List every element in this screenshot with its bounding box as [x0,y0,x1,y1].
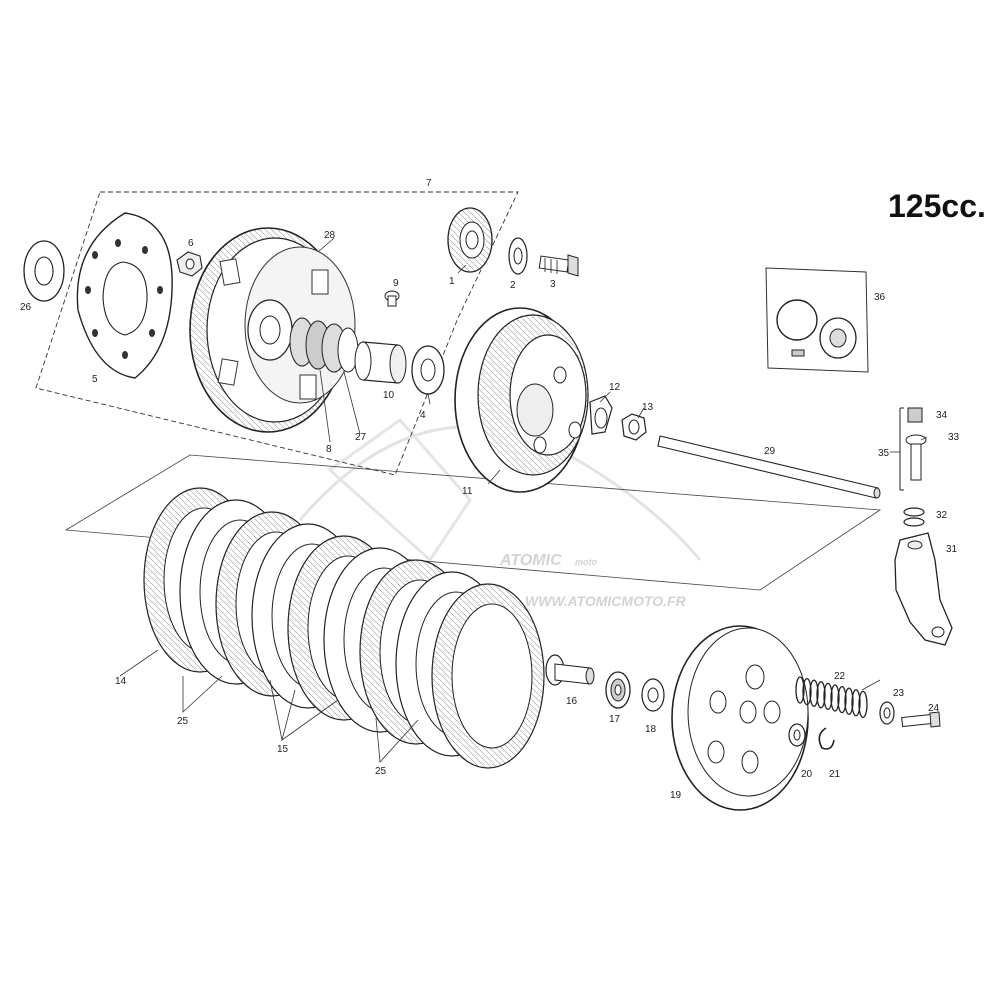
clutch-disc-stack [143,487,545,769]
part-12-lifter [589,395,613,435]
part-17-bearing [605,671,631,709]
callout-7: 7 [426,178,432,189]
callout-20: 20 [801,769,813,780]
callout-26: 26 [20,302,32,313]
callout-11: 11 [462,486,473,497]
callout-labels: 1 2 3 4 5 6 7 8 9 10 11 12 13 14 15 16 1… [20,178,960,801]
part-26-washer [23,240,65,302]
callout-16: 16 [566,696,578,707]
part-11-clutch-hub [454,307,589,493]
spring-coil [830,684,840,712]
callout-6: 6 [188,238,194,249]
part-36-seal-kit [765,267,869,373]
callout-10: 10 [383,390,395,401]
callout-34: 34 [936,410,948,421]
callout-27: 27 [355,432,367,443]
engine-size-title: 125cc. [888,188,986,224]
callout-14: 14 [115,676,127,687]
callout-5: 5 [92,374,98,385]
callout-25-right: 25 [375,766,387,777]
callout-13: 13 [642,402,654,413]
callout-31: 31 [946,544,958,555]
callout-2: 2 [510,280,516,291]
callout-23: 23 [893,688,905,699]
part-24-bolt [901,711,941,728]
callout-24: 24 [928,703,940,714]
callout-12: 12 [609,382,621,393]
part-8-27-needle-bearings [289,317,359,373]
spring-coil [802,677,812,706]
clutch-disc-bore [451,603,533,749]
part-21-circlip [818,727,835,750]
disc-kit-boundary [64,454,882,591]
callout-3: 3 [550,279,556,290]
part-32-oring [903,507,925,527]
part-19-pressure-plate [671,625,809,811]
part-2-washer [508,237,528,275]
part-5-plate [76,212,173,379]
part-33-35-release-shaft [899,407,927,491]
kit-boundary-dashed [35,191,519,476]
part-16-push-piece [545,654,595,686]
part-13-nut [621,413,647,441]
callout-18: 18 [645,724,657,735]
callout-28: 28 [324,230,336,241]
spring-coil [823,682,833,711]
callout-19: 19 [670,790,682,801]
part-10-sleeve [354,341,407,384]
part-6-nut [176,251,203,277]
part-31-release-lever [894,532,953,646]
callout-36: 36 [874,292,886,303]
callout-8: 8 [326,444,332,455]
callout-35: 35 [878,448,890,459]
callout-4: 4 [420,410,426,421]
part-1-gear [447,207,493,273]
part-23-washer [879,701,895,725]
part-18-washer [641,678,665,712]
spring-coil [844,687,854,715]
part-4-washer [411,345,445,395]
spring-coil [858,690,868,719]
part-20-washer [788,723,806,747]
callout-21: 21 [829,769,841,780]
spring-coil [851,689,861,717]
watermark-tag: moto [575,557,597,567]
callout-17: 17 [609,714,621,725]
callout-32: 32 [936,510,948,521]
part-29-push-rod [657,435,881,499]
spring-coil [809,679,819,707]
watermark-url: WWW.ATOMICMOTO.FR [525,593,687,609]
part-22-springs [795,676,868,719]
leader-lines [119,237,928,763]
callout-25-left: 25 [177,716,189,727]
callout-29: 29 [764,446,776,457]
spring-coil [816,681,826,709]
spring-coil [795,676,805,704]
spring-coil [837,685,847,714]
callout-22: 22 [834,671,846,682]
part-3-bolt [538,254,579,277]
watermark-brand: ATOMIC [499,552,562,569]
callout-1: 1 [449,276,455,287]
callout-9: 9 [393,278,399,289]
part-9-pin [384,290,400,307]
callout-15: 15 [277,744,289,755]
callout-33: 33 [948,432,960,443]
